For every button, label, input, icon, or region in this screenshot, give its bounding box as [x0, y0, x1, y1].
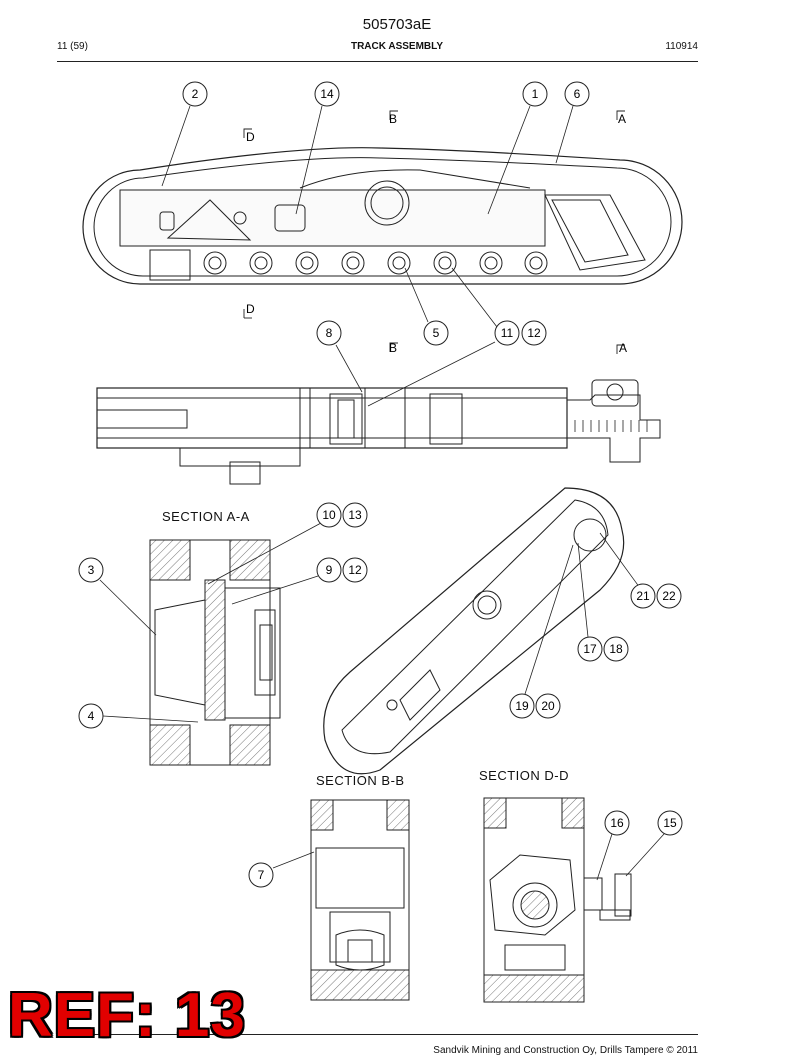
page-count: 11 (59) — [57, 41, 88, 52]
callout-19: 19 — [509, 693, 535, 719]
svg-text:19: 19 — [515, 699, 529, 713]
section-b-label: SECTION B-B — [316, 773, 405, 788]
ref-stamp: REF: 13 — [8, 981, 246, 1050]
isometric-view — [323, 487, 625, 775]
date-code: 110914 — [665, 41, 698, 52]
callout-4: 4 — [78, 703, 104, 729]
callout-17: 17 — [577, 636, 603, 662]
callout-8: 8 — [316, 320, 342, 346]
callout-21: 21 — [630, 583, 656, 609]
callouts: 1 2 3 4 5 6 7 8 9 10 11 12 12 13 14 15 1… — [78, 81, 683, 888]
svg-text:8: 8 — [326, 326, 333, 340]
sheet-title: TRACK ASSEMBLY — [350, 41, 444, 52]
callout-5: 5 — [423, 320, 449, 346]
callout-1: 1 — [522, 81, 548, 107]
svg-text:12: 12 — [348, 563, 362, 577]
callout-15: 15 — [657, 810, 683, 836]
callout-22: 22 — [656, 583, 682, 609]
footer-rule — [57, 1034, 698, 1035]
svg-text:3: 3 — [88, 563, 95, 577]
svg-text:21: 21 — [636, 589, 650, 603]
callout-16: 16 — [604, 810, 630, 836]
header-rule — [57, 61, 698, 62]
section-d-label: SECTION D-D — [479, 768, 569, 783]
callout-9: 9 — [316, 557, 342, 583]
svg-text:6: 6 — [574, 87, 581, 101]
callout-12-section: 12 — [342, 557, 368, 583]
svg-text:9: 9 — [326, 563, 333, 577]
callout-12-top: 12 — [521, 320, 547, 346]
cut-marker-a-bottom: A — [619, 341, 627, 355]
leader-lines — [99, 105, 665, 881]
section-a-label: SECTION A-A — [162, 509, 250, 524]
svg-text:18: 18 — [609, 642, 623, 656]
svg-text:11: 11 — [501, 326, 514, 340]
callout-13: 13 — [342, 502, 368, 528]
callout-14: 14 — [314, 81, 340, 107]
svg-text:16: 16 — [610, 816, 624, 830]
callout-10: 10 — [316, 502, 342, 528]
section-a-drawing — [149, 539, 281, 766]
cut-markers — [243, 110, 625, 354]
callout-6: 6 — [564, 81, 590, 107]
svg-text:1: 1 — [532, 87, 539, 101]
document-number: 505703aE — [362, 16, 432, 33]
callout-18: 18 — [603, 636, 629, 662]
callout-7: 7 — [248, 862, 274, 888]
track-side-view — [82, 147, 683, 285]
cut-marker-b-top: B — [389, 112, 397, 126]
svg-text:4: 4 — [88, 709, 95, 723]
callout-2: 2 — [182, 81, 208, 107]
svg-text:15: 15 — [663, 816, 677, 830]
section-b-drawing — [310, 799, 410, 1001]
cut-marker-d-top: D — [246, 130, 255, 144]
section-d-drawing — [483, 797, 632, 1003]
cut-marker-d-bottom: D — [246, 302, 255, 316]
callout-11: 11 — [494, 320, 520, 346]
lower-roller-row — [203, 251, 548, 275]
footer-company: Sandvik Mining and Construction Oy, Dril… — [433, 1045, 698, 1056]
svg-text:12: 12 — [527, 326, 541, 340]
cut-marker-b-bottom: B — [389, 341, 397, 355]
cut-marker-a-top: A — [618, 112, 626, 126]
svg-text:10: 10 — [322, 508, 336, 522]
svg-text:17: 17 — [583, 642, 597, 656]
svg-text:13: 13 — [348, 508, 362, 522]
svg-text:22: 22 — [662, 589, 676, 603]
svg-text:20: 20 — [541, 699, 555, 713]
callout-20: 20 — [535, 693, 561, 719]
svg-text:5: 5 — [433, 326, 440, 340]
svg-text:2: 2 — [192, 87, 199, 101]
svg-text:14: 14 — [320, 87, 334, 101]
track-top-view — [96, 379, 661, 485]
callout-3: 3 — [78, 557, 104, 583]
svg-text:7: 7 — [258, 868, 265, 882]
